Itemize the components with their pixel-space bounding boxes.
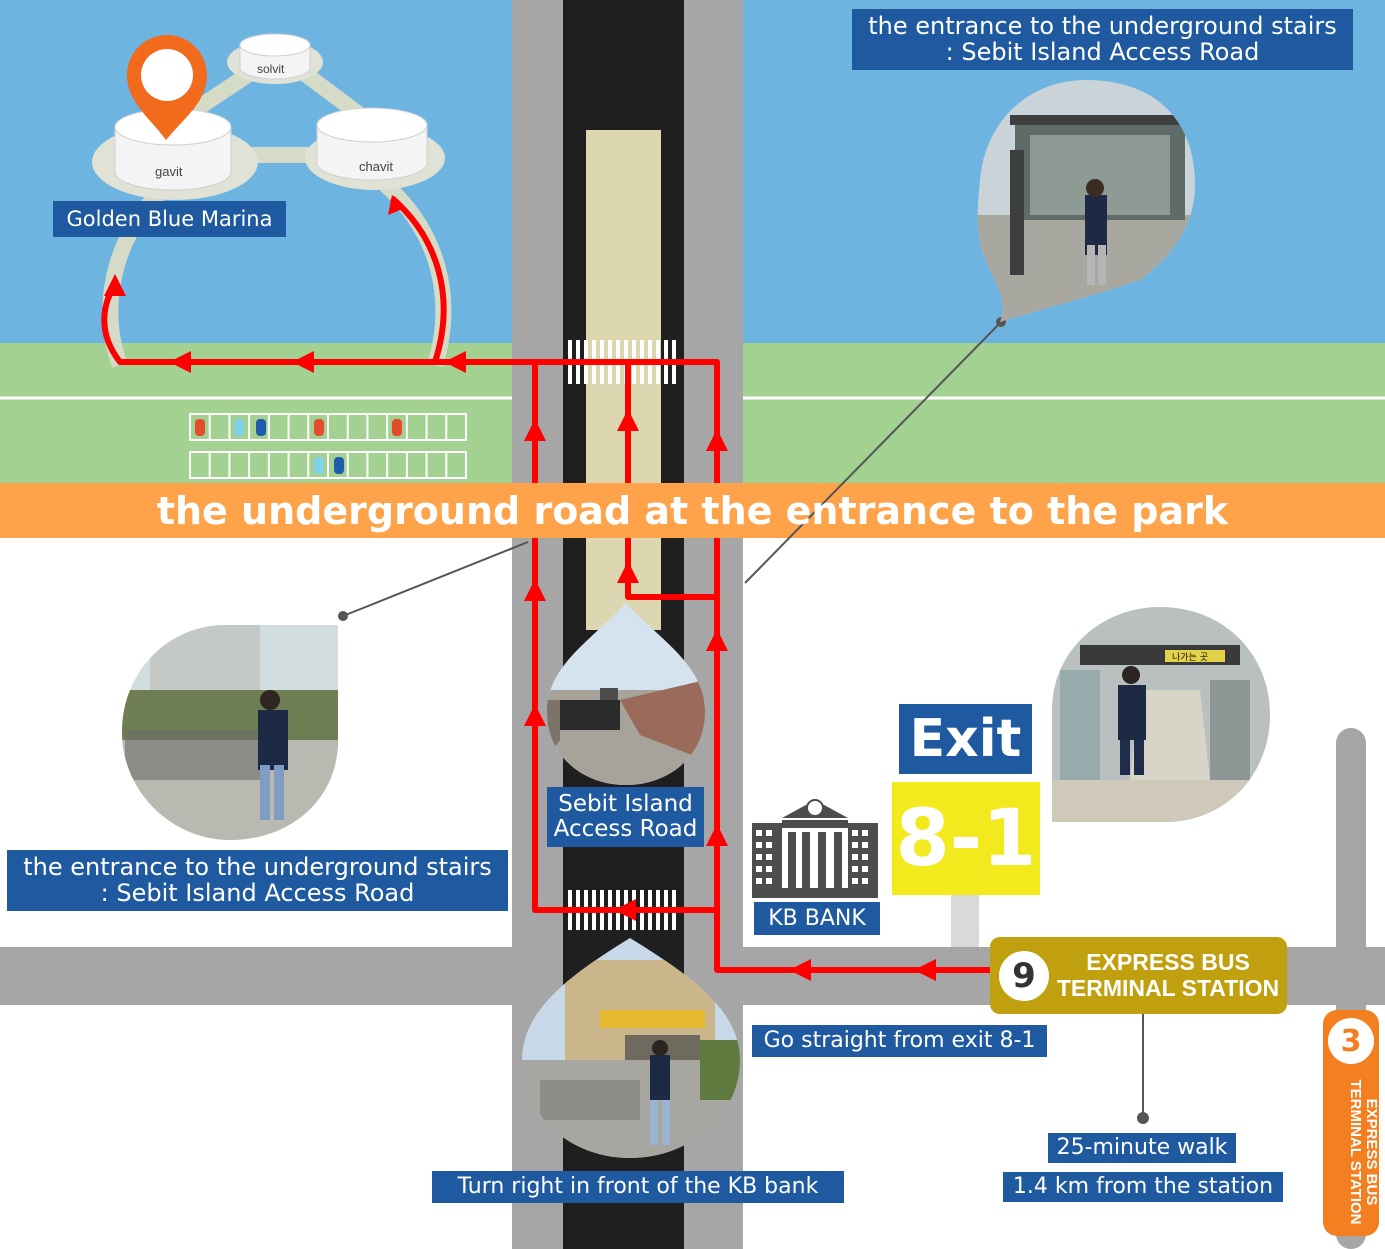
access-road-line1: Sebit Island <box>558 791 693 818</box>
station-9-line1: EXPRESS BUS <box>1086 949 1250 976</box>
access-road-label: Sebit Island Access Road <box>547 787 704 847</box>
go-straight-label: Go straight from exit 8-1 <box>752 1025 1047 1057</box>
callout-top-right: the entrance to the underground stairs :… <box>852 9 1353 70</box>
chavit-label: chavit <box>359 159 393 174</box>
exit-sign-post <box>951 895 979 947</box>
distance-label: 1.4 km from the station <box>1003 1172 1283 1202</box>
parking-lot <box>189 413 467 479</box>
solvit-island <box>239 33 311 80</box>
photo-station-exit: 나가는 곳 <box>1052 607 1270 822</box>
location-pin-icon <box>127 35 207 140</box>
station-9-name: EXPRESS BUS TERMINAL STATION <box>1049 949 1287 1001</box>
station-9-line2: TERMINAL STATION <box>1056 974 1280 1001</box>
gavit-label: gavit <box>155 164 183 179</box>
walk-time-label: 25-minute walk <box>1048 1133 1236 1163</box>
leader-lines <box>338 317 1149 1124</box>
station-3-line1: EXPRESS BUS <box>1363 1098 1380 1206</box>
callout-left: the entrance to the underground stairs :… <box>7 850 508 911</box>
station-3-line2: TERMINAL STATION <box>1347 1079 1365 1225</box>
station-3-sign: 3 EXPRESS BUS TERMINAL STATION <box>1323 1010 1380 1236</box>
line-3-icon: 3 <box>1328 1018 1374 1064</box>
route-arrowheads <box>104 195 936 981</box>
exit-sign-number: 8-1 <box>892 782 1040 895</box>
chavit-island <box>316 107 428 181</box>
access-road-line2: Access Road <box>553 816 698 842</box>
callout-left-line2: : Sebit Island Access Road <box>100 878 415 907</box>
exit-sign-word: Exit <box>899 704 1032 774</box>
solvit-label: solvit <box>257 62 285 76</box>
station-9-sign: 9 EXPRESS BUS TERMINAL STATION <box>990 937 1287 1014</box>
callout-top-right-line1: the entrance to the underground stairs <box>868 11 1337 40</box>
parked-cars <box>195 419 402 474</box>
station-sign-text: 나가는 곳 <box>1172 652 1208 663</box>
kb-bank-label: KB BANK <box>754 902 880 935</box>
photo-park-stairs <box>122 625 338 840</box>
banner-bg <box>0 483 1385 538</box>
callout-top-right-line2: : Sebit Island Access Road <box>945 37 1260 66</box>
callout-left-line1: the entrance to the underground stairs <box>23 852 492 881</box>
turn-right-label: Turn right in front of the KB bank <box>432 1171 844 1203</box>
station-3-name: EXPRESS BUS TERMINAL STATION <box>1347 1072 1380 1232</box>
marina-label: Golden Blue Marina <box>53 201 286 237</box>
line-9-icon: 9 <box>999 950 1049 1001</box>
banner-title: the underground road at the entrance to … <box>156 488 1229 533</box>
bank-icon <box>752 799 878 898</box>
